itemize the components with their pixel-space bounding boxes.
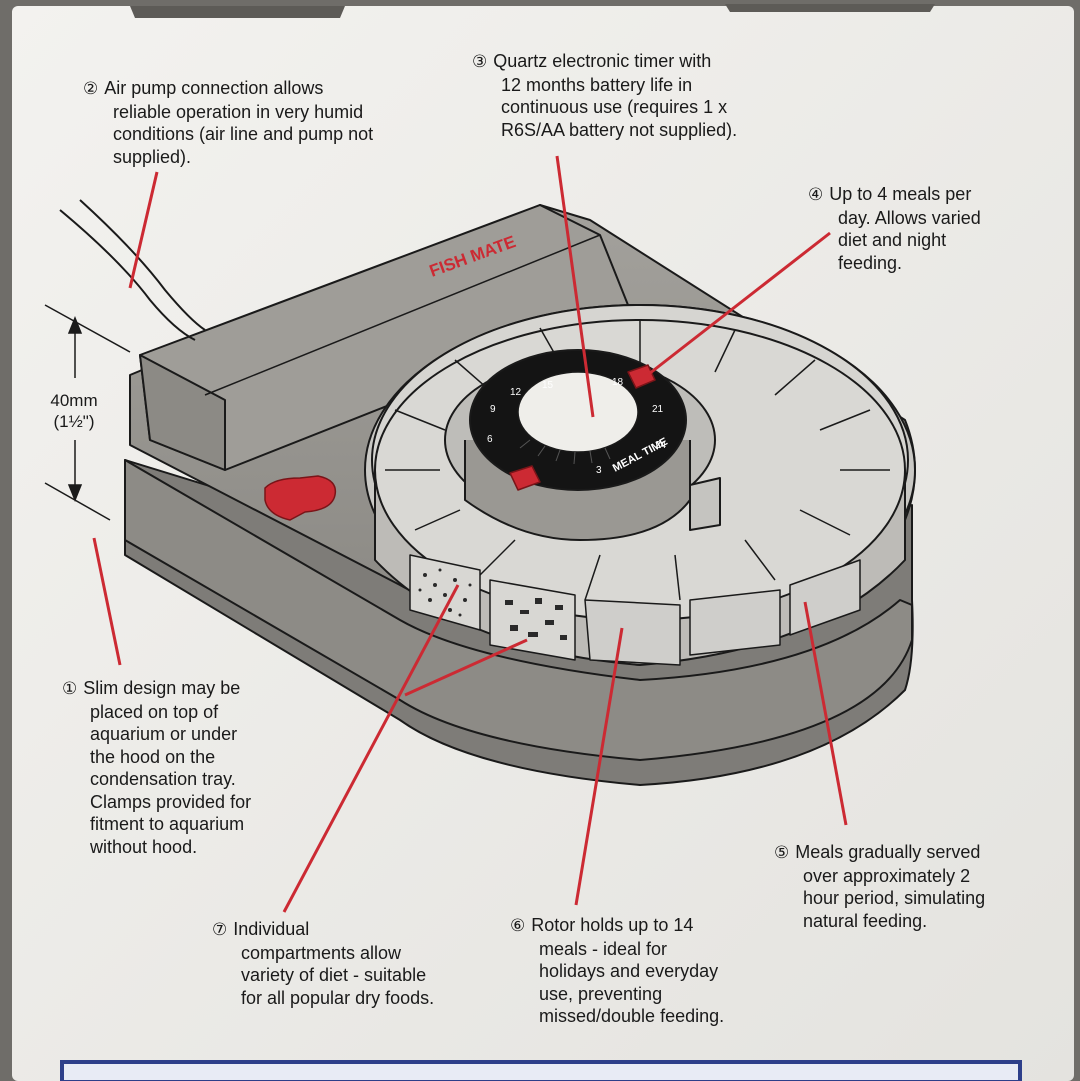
callout-number: ①: [62, 679, 78, 699]
callout-number: ④: [808, 185, 824, 205]
dial-ticks: [519, 439, 611, 465]
callout-number: ⑥: [510, 916, 526, 936]
air-connector: [264, 475, 337, 521]
height-dimension: [44, 304, 131, 521]
dry-food-flakes: [418, 568, 567, 640]
svg-text:6: 6: [487, 434, 493, 445]
svg-text:15: 15: [542, 380, 554, 391]
svg-text:21: 21: [652, 404, 664, 415]
dimension-label: 40mm (1½"): [40, 390, 108, 432]
svg-text:24: 24: [655, 440, 667, 451]
svg-text:18: 18: [612, 377, 624, 388]
dial-numbers: 15 18 21 24 3 6 9 12: [487, 377, 667, 476]
svg-text:3: 3: [596, 465, 602, 476]
callout-number: ⑤: [774, 843, 790, 863]
top-flap-right: [725, 4, 935, 12]
callout-number: ⑦: [212, 920, 228, 940]
callout-number: ③: [472, 52, 488, 72]
top-flap-left: [130, 6, 345, 18]
dimension-inch: (1½"): [53, 412, 95, 431]
feeder-illustration: [59, 199, 916, 786]
svg-text:12: 12: [510, 387, 522, 398]
dimension-mm: 40mm: [50, 391, 98, 410]
info-box-border: [60, 1060, 1022, 1081]
svg-text:9: 9: [490, 404, 496, 415]
leader-lines: [92, 155, 848, 913]
callout-number: ②: [83, 79, 99, 99]
meal-peg-left: [509, 465, 541, 491]
meal-peg-top: [627, 364, 656, 389]
